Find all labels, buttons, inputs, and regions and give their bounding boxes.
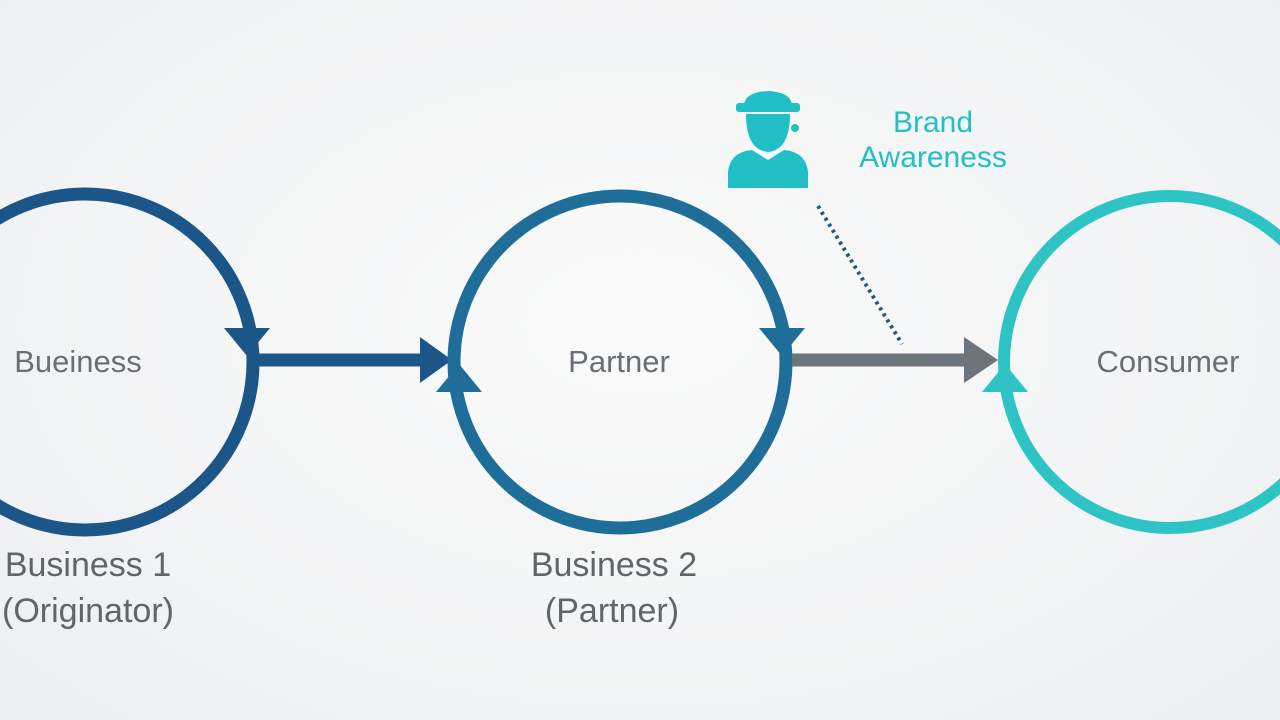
partner-caption-line2: (Partner) <box>545 592 679 630</box>
consumer-ring <box>998 190 1280 534</box>
person-with-cap-icon <box>728 91 808 188</box>
annotation-text-line2: Awareness <box>859 141 1007 174</box>
connector-arrowhead-icon <box>964 337 998 383</box>
originator-caption: Business 1 (Originator) <box>2 546 174 630</box>
annotation-pointer-line <box>816 204 904 346</box>
consumer-label: Consumer <box>1097 344 1240 379</box>
partner-caption-line1: Business 2 <box>531 546 697 584</box>
originator-ring-arrowhead-icon <box>224 328 270 356</box>
partner-ring-arrowhead-down-icon <box>759 328 805 356</box>
partner-caption: Business 2 (Partner) <box>531 546 697 630</box>
originator-caption-line1: Business 1 <box>5 546 171 584</box>
consumer-ring-arrowhead-up-icon <box>982 364 1028 392</box>
originator-node: Bueiness <box>0 187 270 537</box>
connector-arrowhead-icon <box>420 337 452 383</box>
brand-awareness-annotation: Brand Awareness <box>728 91 1007 346</box>
partner-ring <box>447 189 793 535</box>
connector-partner-to-consumer <box>792 337 998 383</box>
connector-originator-to-partner <box>252 337 452 383</box>
consumer-node: Consumer <box>982 190 1280 534</box>
originator-caption-line2: (Originator) <box>2 592 174 630</box>
originator-label: Bueiness <box>14 344 142 379</box>
partner-node: Partner <box>436 189 805 535</box>
partner-label: Partner <box>568 344 670 379</box>
partner-ring-arrowhead-up-icon <box>436 364 482 392</box>
annotation-text-line1: Brand <box>893 106 973 139</box>
